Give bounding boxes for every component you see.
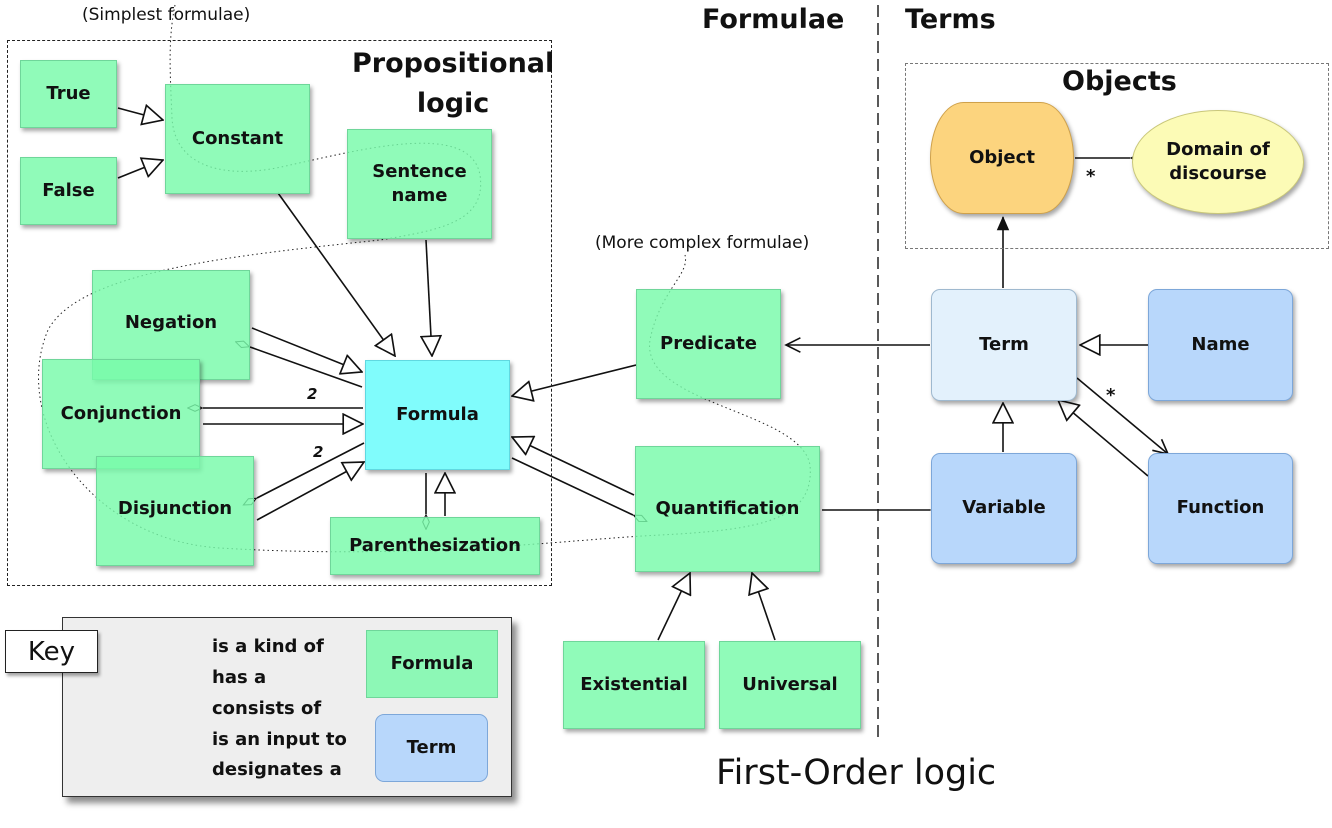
simplest-formulae-note: (Simplest formulae) bbox=[82, 5, 251, 25]
key-term-sample: Term bbox=[375, 714, 488, 782]
quantification-node[interactable]: Quantification bbox=[635, 446, 820, 572]
universal-node[interactable]: Universal bbox=[719, 641, 861, 729]
key-has-a: has a bbox=[212, 667, 267, 688]
domain-multiplicity: * bbox=[1086, 166, 1096, 187]
key-formula-sample: Formula bbox=[366, 630, 498, 698]
constant-node[interactable]: Constant bbox=[165, 84, 310, 194]
more-complex-formulae-note: (More complex formulae) bbox=[595, 233, 810, 253]
propositional-heading-line1: Propositional bbox=[352, 48, 555, 79]
domain-of-discourse-node[interactable]: Domain of discourse bbox=[1132, 110, 1304, 214]
key-consists-of: consists of bbox=[212, 698, 322, 719]
name-node[interactable]: Name bbox=[1148, 289, 1293, 401]
variable-node[interactable]: Variable bbox=[931, 453, 1077, 564]
true-node[interactable]: True bbox=[20, 60, 117, 128]
term-node[interactable]: Term bbox=[931, 289, 1077, 401]
false-node[interactable]: False bbox=[20, 157, 117, 225]
propositional-heading-line2: logic bbox=[416, 88, 490, 119]
objects-frame bbox=[905, 63, 1329, 249]
disjunction-multiplicity: 2 bbox=[313, 443, 324, 461]
parenthesization-node[interactable]: Parenthesization bbox=[330, 517, 540, 575]
key-title: Key bbox=[5, 630, 98, 673]
first-order-logic-heading: First-Order logic bbox=[716, 753, 997, 793]
propositional-logic-frame bbox=[7, 40, 552, 586]
conjunction-multiplicity: 2 bbox=[307, 385, 318, 403]
objects-heading: Objects bbox=[1062, 66, 1177, 97]
existential-node[interactable]: Existential bbox=[563, 641, 705, 729]
function-node[interactable]: Function bbox=[1148, 453, 1293, 564]
formula-node[interactable]: Formula bbox=[365, 360, 510, 470]
key-designates: designates a bbox=[212, 759, 342, 780]
propositional-logic-heading: Propositional logic bbox=[352, 44, 554, 124]
object-node[interactable]: Object bbox=[930, 102, 1074, 214]
conjunction-node[interactable]: Conjunction bbox=[42, 359, 200, 469]
function-multiplicity: * bbox=[1106, 385, 1116, 406]
sentence-name-node[interactable]: Sentence name bbox=[347, 129, 492, 239]
predicate-node[interactable]: Predicate bbox=[636, 289, 781, 399]
key-kind-of: is a kind of bbox=[212, 636, 324, 657]
terms-heading: Terms bbox=[905, 4, 996, 35]
disjunction-node[interactable]: Disjunction bbox=[96, 456, 254, 566]
key-input-to: is an input to bbox=[212, 729, 347, 750]
formulae-heading: Formulae bbox=[702, 4, 845, 35]
